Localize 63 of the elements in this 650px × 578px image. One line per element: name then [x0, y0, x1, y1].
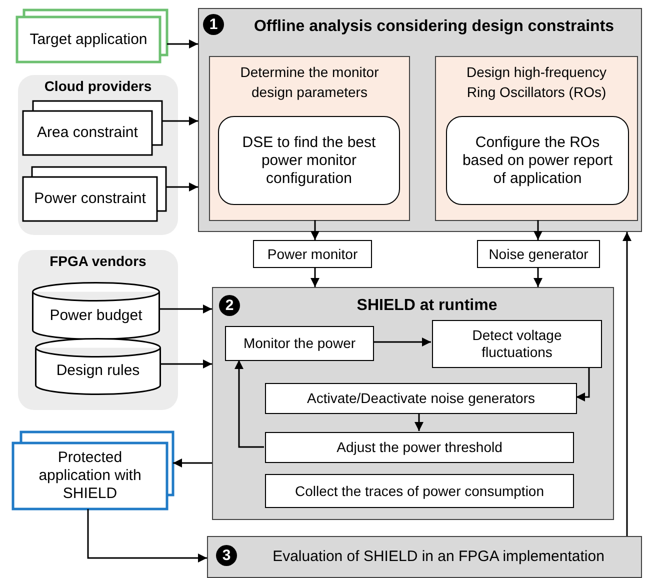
stage-panel: [207, 536, 642, 578]
stage-panel: [198, 8, 642, 232]
stage-title: Offline analysis considering design constraints: [252, 17, 616, 36]
node-label: Power monitor: [267, 246, 358, 262]
node-label: Power budget: [50, 306, 142, 324]
stage-title: SHIELD at runtime: [356, 296, 498, 316]
step-number-badge: 1: [203, 14, 224, 35]
arrow: [310, 268, 320, 287]
task-panel: [209, 56, 410, 221]
node-label: Noise generator: [488, 246, 588, 262]
arrow: [161, 360, 212, 368]
step-number-badge: 2: [219, 295, 240, 316]
node-label: Monitor the power: [243, 335, 356, 352]
arrow: [534, 220, 542, 240]
arrow: [166, 182, 198, 192]
node-label: Configure the ROs based on power report of application: [461, 134, 614, 188]
stage-title: Evaluation of SHIELD in an FPGA implementation: [272, 548, 606, 566]
node-label: Power constraint: [34, 190, 146, 208]
document-stack: [13, 432, 173, 509]
arrow: [173, 458, 212, 468]
arrow: [534, 268, 542, 287]
document-stack: [23, 167, 166, 221]
node-label: Collect the traces of power consumption: [294, 482, 544, 500]
process-box: [218, 116, 400, 205]
arrow: [160, 304, 212, 314]
node-label: Target application: [30, 30, 148, 48]
arrow: [87, 509, 207, 562]
process-box: [446, 116, 629, 205]
task-title: Design high-frequency Ring Oscillators (ROs): [465, 63, 608, 102]
document-stack: [17, 10, 167, 62]
node-label: Area constraint: [37, 124, 138, 142]
group-heading: Cloud providers: [43, 78, 153, 95]
group-panel: [18, 75, 178, 235]
process-box: [432, 320, 602, 368]
process-box: [253, 240, 372, 268]
document-stack: [23, 101, 162, 155]
node-label: Design rules: [56, 362, 140, 380]
arrow: [162, 116, 198, 126]
arrow: [622, 232, 632, 536]
arrow: [310, 220, 320, 240]
node-label: Activate/Deactivate noise generators: [306, 390, 535, 407]
step-number-badge: 3: [216, 545, 237, 566]
node-label: Detect voltage fluctuations: [471, 327, 563, 361]
group-panel: [18, 250, 178, 410]
arrow: [414, 413, 424, 431]
arrow: [234, 360, 264, 448]
process-box: [265, 432, 574, 463]
process-box: [265, 474, 574, 508]
arrow: [167, 40, 198, 48]
node-label: Adjust the power threshold: [336, 439, 502, 456]
node-label: DSE to find the best power monitor configuration: [241, 134, 377, 188]
task-panel: [435, 56, 638, 221]
process-box: [225, 326, 374, 361]
process-box: [477, 240, 600, 268]
database-cylinder: [32, 282, 160, 340]
stage-panel: [212, 287, 614, 520]
node-label: Protected application with SHIELD: [38, 449, 142, 503]
group-heading: FPGA vendors: [48, 253, 148, 270]
database-cylinder: [35, 338, 161, 395]
process-box: [265, 383, 577, 414]
task-title: Determine the monitor design parameters: [239, 63, 380, 102]
arrow: [373, 338, 431, 346]
arrow: [576, 367, 590, 402]
